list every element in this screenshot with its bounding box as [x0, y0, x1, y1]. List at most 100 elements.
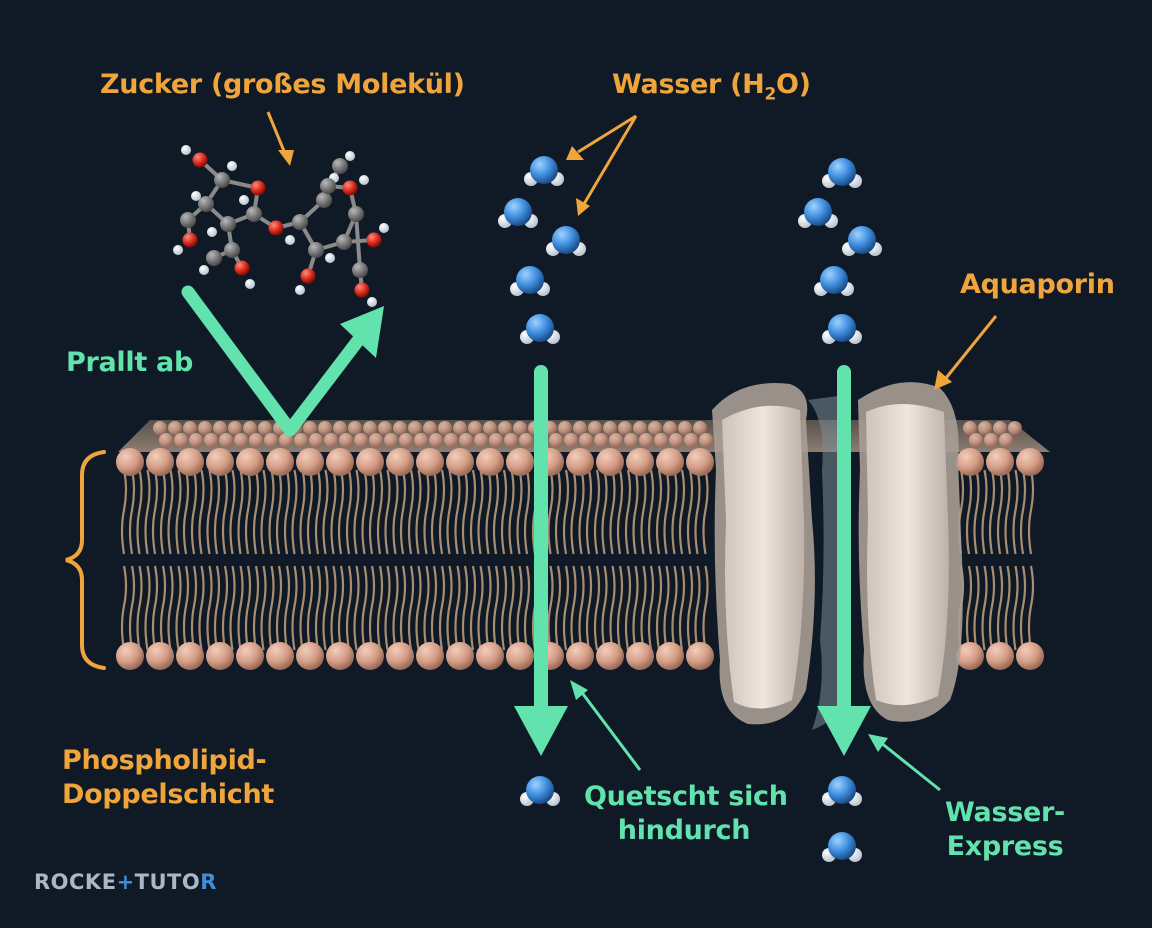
lipid-tail: [213, 565, 221, 651]
water-express-arrowhead: [817, 706, 871, 756]
lipid-head: [963, 421, 977, 435]
hydrogen-atom: [245, 279, 255, 289]
lipid-head: [116, 642, 144, 670]
lipid-head: [213, 421, 227, 435]
lipid-tail: [275, 469, 283, 555]
aquaporin-label: Aquaporin: [960, 269, 1115, 300]
lipid-head: [978, 421, 992, 435]
green-pointers: [570, 680, 941, 792]
lipid-head: [198, 421, 212, 435]
lipid-head: [234, 433, 248, 447]
lipid-head: [279, 433, 293, 447]
lipid-tail: [182, 469, 190, 555]
oxygen-atom: [234, 260, 250, 276]
bilayer-label-line2: Doppelschicht: [62, 779, 274, 810]
water-molecule: [822, 832, 862, 862]
lipid-tail: [601, 469, 608, 555]
lipid-tail: [151, 469, 159, 555]
lipid-tail: [570, 469, 577, 555]
lipid-tail: [1019, 469, 1027, 555]
lipid-tail: [632, 565, 639, 651]
lipid-tail: [314, 565, 322, 651]
lipid-head: [153, 421, 167, 435]
lipid-tail: [415, 565, 422, 651]
lipid-tail: [399, 469, 407, 555]
lipid-head: [476, 642, 504, 670]
lipid-head: [386, 642, 414, 670]
lipid-head: [986, 642, 1014, 670]
lipid-head: [384, 433, 398, 447]
lipid-tail: [136, 565, 143, 651]
lipid-tail: [500, 565, 508, 651]
lipid-head: [596, 642, 624, 670]
lipid-tail: [237, 469, 244, 555]
squeeze-label-line1: Quetscht sich: [584, 781, 788, 812]
lipid-tail: [438, 565, 446, 651]
lipid-tail: [306, 565, 314, 651]
lipid-head: [956, 642, 984, 670]
lipid-tail: [275, 565, 283, 651]
lipid-tail: [1019, 565, 1027, 651]
carbon-atom: [246, 206, 262, 222]
lipid-tail: [485, 469, 492, 555]
lipid-tail: [221, 565, 229, 651]
lipid-tail: [547, 565, 554, 651]
hydrogen-atom: [325, 253, 335, 263]
lipid-head: [168, 421, 182, 435]
lipid-head: [626, 642, 654, 670]
lipid-head: [1008, 421, 1022, 435]
brand-plus: +: [116, 870, 135, 894]
lipid-head: [219, 433, 233, 447]
lipid-head: [146, 642, 174, 670]
lipid-head: [444, 433, 458, 447]
oxygen-atom: [182, 232, 198, 248]
lipid-tail: [516, 565, 523, 651]
lipid-tail: [299, 565, 306, 651]
lipid-tail: [337, 469, 345, 555]
lipid-tail: [322, 565, 329, 651]
lipid-tail: [585, 469, 593, 555]
lipid-tail: [252, 565, 260, 651]
brand-logo: ROCKE+TUTOR: [34, 870, 217, 894]
lipid-tail: [461, 565, 469, 651]
lipid-tail: [423, 469, 430, 555]
carbon-atom: [352, 262, 368, 278]
lipid-head: [999, 433, 1013, 447]
lipid-tail: [283, 469, 291, 555]
lipid-head: [416, 448, 444, 476]
lipid-head: [189, 433, 203, 447]
lipid-tail: [554, 565, 562, 651]
lipid-head: [459, 433, 473, 447]
lipid-tail: [314, 469, 322, 555]
lipid-head: [429, 433, 443, 447]
lipid-tail: [624, 565, 632, 651]
lipid-tail: [182, 565, 190, 651]
lipid-head: [326, 448, 354, 476]
lipid-tail: [686, 565, 694, 651]
lipid-tail: [671, 565, 678, 651]
lipid-head: [474, 433, 488, 447]
lipid-head: [639, 433, 653, 447]
lipid-tail: [446, 565, 453, 651]
lipid-tail: [260, 469, 267, 555]
water-molecule: [822, 314, 862, 344]
oxygen-atom: [354, 282, 370, 298]
sugar-molecule: [173, 145, 389, 307]
oxygen-atom: [342, 180, 358, 196]
lipid-head: [498, 421, 512, 435]
lipid-tail: [244, 565, 252, 651]
carbon-atom: [308, 242, 324, 258]
lipid-head: [146, 448, 174, 476]
lipid-tail: [446, 469, 453, 555]
lipid-tail: [508, 469, 515, 555]
lipid-head: [506, 642, 534, 670]
brand-part3: R: [200, 870, 217, 894]
lipid-tail: [562, 565, 570, 651]
lipid-tail: [252, 469, 260, 555]
lipid-tail: [632, 469, 639, 555]
lipid-head: [504, 433, 518, 447]
lipid-tail: [973, 469, 980, 555]
lipid-head: [446, 448, 474, 476]
lipid-tail: [1027, 469, 1035, 555]
